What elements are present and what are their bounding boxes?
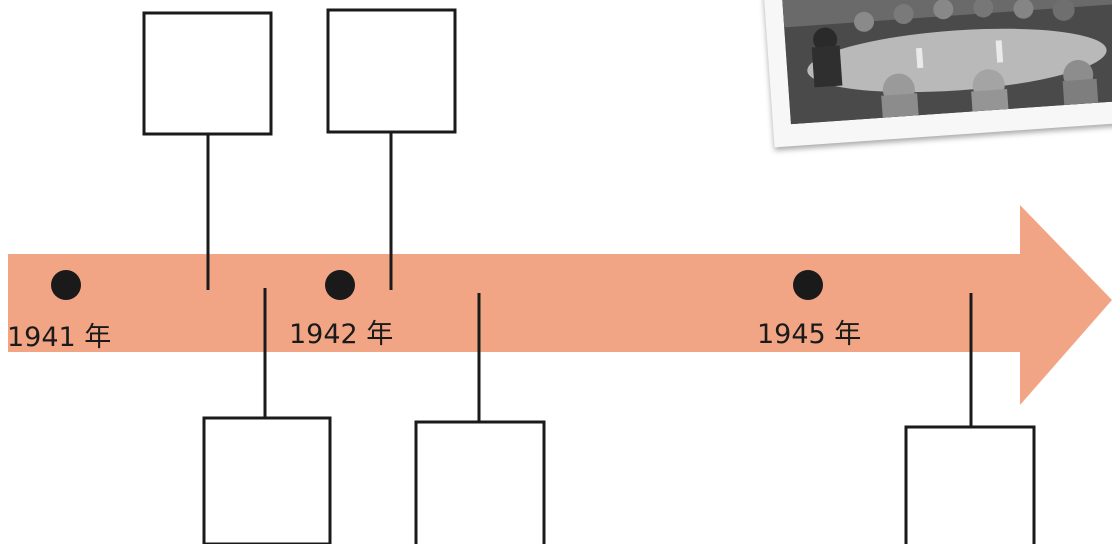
year-label-1945: 1945 年 <box>757 319 862 350</box>
timeline-arrow <box>8 205 1112 405</box>
photo-scene <box>781 0 1112 125</box>
year-label-1942: 1942 年 <box>289 319 394 350</box>
year-1941-dot <box>51 270 81 300</box>
answer-box-above-2[interactable] <box>326 8 457 134</box>
photo-image <box>781 0 1112 125</box>
year-label-1941: 1941 年 <box>7 322 112 353</box>
answer-box-below-3[interactable] <box>904 425 1036 548</box>
historical-photo <box>762 0 1112 148</box>
answer-box-below-1[interactable] <box>202 416 332 546</box>
answer-box-below-2[interactable] <box>414 420 546 548</box>
answer-box-above-1[interactable] <box>142 11 273 136</box>
year-1945-dot <box>793 270 823 300</box>
year-1942-dot <box>325 270 355 300</box>
